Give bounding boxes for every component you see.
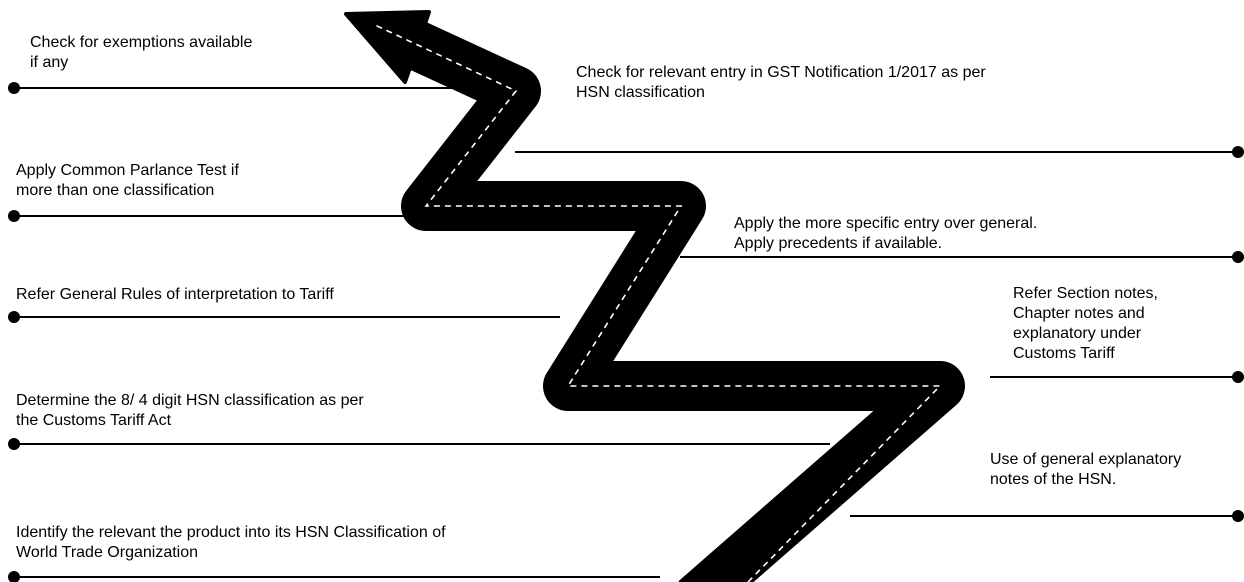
step-label-common-parlance: Apply Common Parlance Test if more than … — [16, 162, 239, 199]
road-body — [390, 15, 965, 582]
step-label-specific-entry: Apply the more specific entry over gener… — [734, 215, 1038, 252]
step-label-general-explanatory-notes: Use of general explanatory notes of the … — [990, 451, 1182, 488]
step-label-section-chapter-notes: Refer Section notes, Chapter notes and e… — [1013, 285, 1158, 362]
leader-dot-general-rules — [8, 311, 20, 323]
step-label-determine-8-4-digit: Determine the 8/ 4 digit HSN classificat… — [16, 392, 364, 429]
step-label-identify-hsn: Identify the relevant the product into i… — [16, 524, 446, 561]
step-label-gst-notification: Check for relevant entry in GST Notifica… — [576, 64, 986, 101]
leader-lines — [8, 82, 1244, 582]
leader-dot-section-chapter-notes — [1232, 371, 1244, 383]
step-label-general-rules: Refer General Rules of interpretation to… — [16, 286, 334, 303]
leader-dot-exemptions — [8, 82, 20, 94]
step-label-exemptions: Check for exemptions available if any — [30, 34, 253, 71]
leader-dot-gst-notification — [1232, 146, 1244, 158]
leader-dot-general-explanatory-notes — [1232, 510, 1244, 522]
road-center-dash — [374, 24, 942, 582]
road-arrow-head — [344, 10, 431, 84]
leader-dot-common-parlance — [8, 210, 20, 222]
leader-dot-determine-8-4-digit — [8, 438, 20, 450]
leader-dot-identify-hsn — [8, 571, 20, 582]
leader-dot-specific-entry — [1232, 251, 1244, 263]
